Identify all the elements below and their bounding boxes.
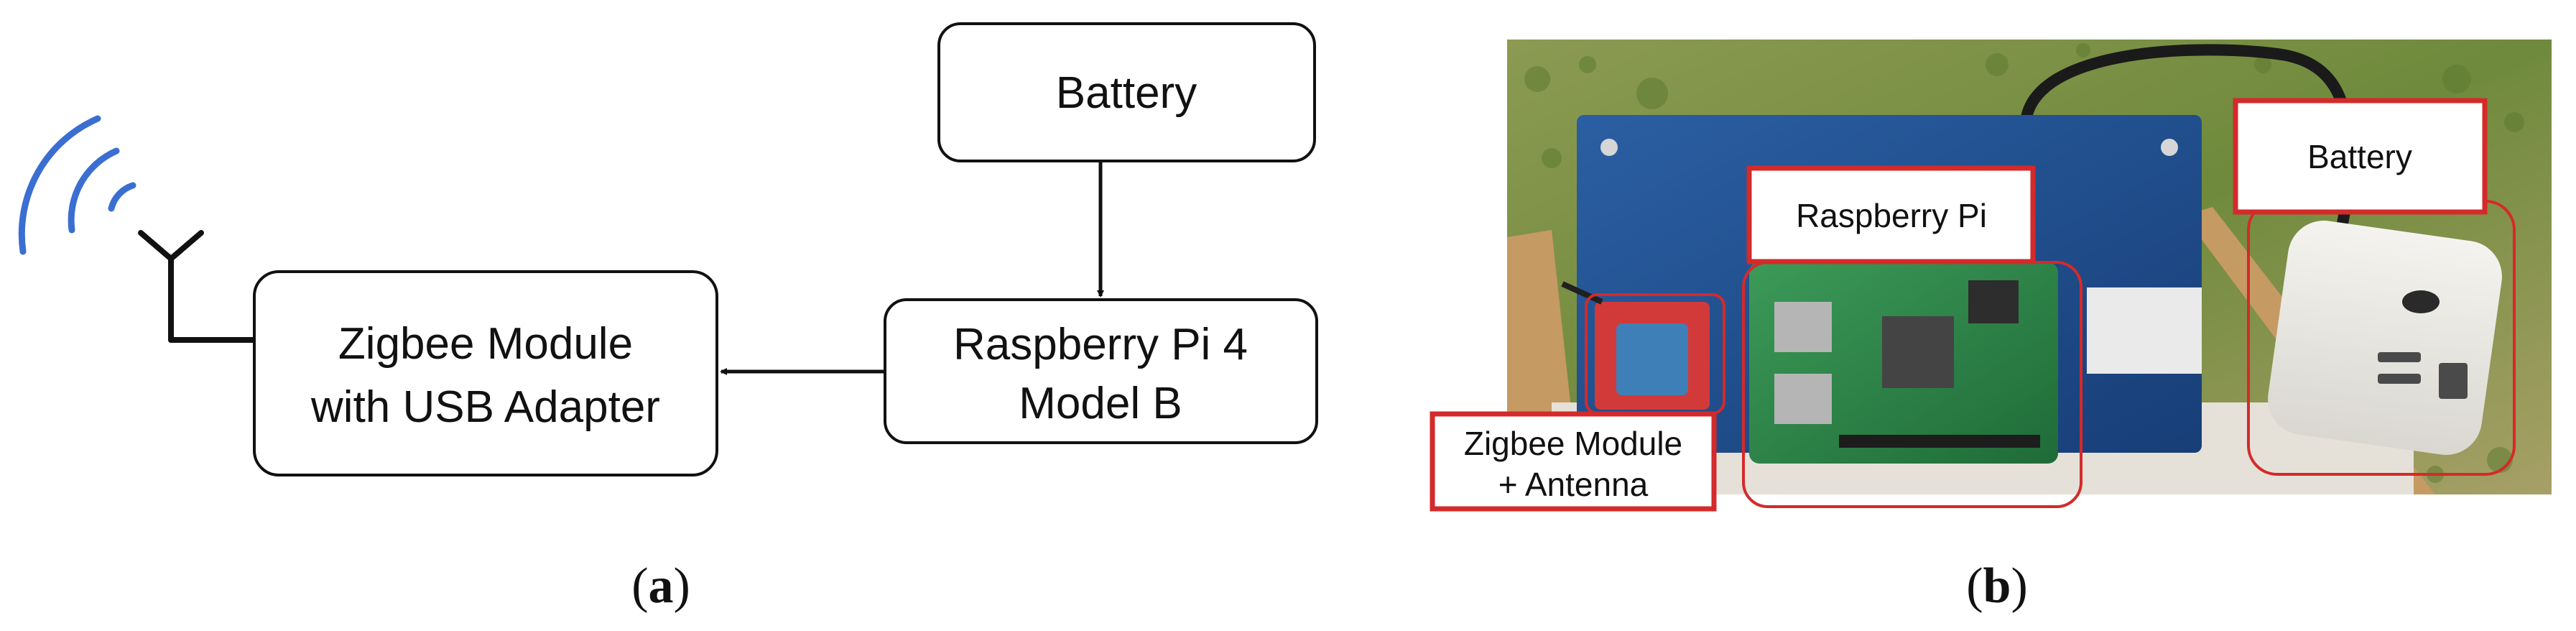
ribbon-cable — [2087, 287, 2202, 374]
zigbee-callout: Zigbee Module + Antenna — [1430, 411, 1717, 512]
raspberry-pi-node-line1: Raspberry Pi 4 — [953, 320, 1248, 369]
antenna-icon — [138, 230, 257, 343]
zigbee-module — [1561, 281, 1710, 410]
panel-a-diagram: Battery Raspberry Pi 4 Model B Zigbee Mo… — [18, 22, 1318, 614]
battery-node: Battery — [937, 22, 1316, 162]
zigbee-node-line2: with USB Adapter — [310, 382, 660, 432]
caption-a: (a) — [631, 558, 690, 614]
caption-b: (b) — [1966, 558, 2028, 614]
zigbee-callout-line2: + Antenna — [1498, 466, 1649, 503]
wireless-signal-icon — [18, 115, 136, 255]
raspberry-pi-board — [1749, 262, 2058, 464]
battery-callout-label: Battery — [2307, 138, 2412, 175]
zigbee-node: Zigbee Module with USB Adapter — [253, 270, 718, 476]
raspberry-pi-callout-label: Raspberry Pi — [1796, 197, 1987, 234]
zigbee-node-line1: Zigbee Module — [338, 319, 633, 369]
raspberry-pi-node-line2: Model B — [1019, 379, 1182, 428]
raspberry-pi-node: Raspberry Pi 4 Model B — [884, 298, 1318, 444]
battery-callout: Battery — [2233, 98, 2488, 215]
raspberry-pi-callout: Raspberry Pi — [1746, 165, 2036, 264]
battery-node-label: Battery — [1056, 68, 1197, 118]
power-bank — [2268, 221, 2502, 455]
panel-b-photo: Battery Raspberry Pi Zigbee Module + Ant… — [1430, 40, 2552, 614]
zigbee-callout-line1: Zigbee Module — [1464, 425, 1682, 462]
